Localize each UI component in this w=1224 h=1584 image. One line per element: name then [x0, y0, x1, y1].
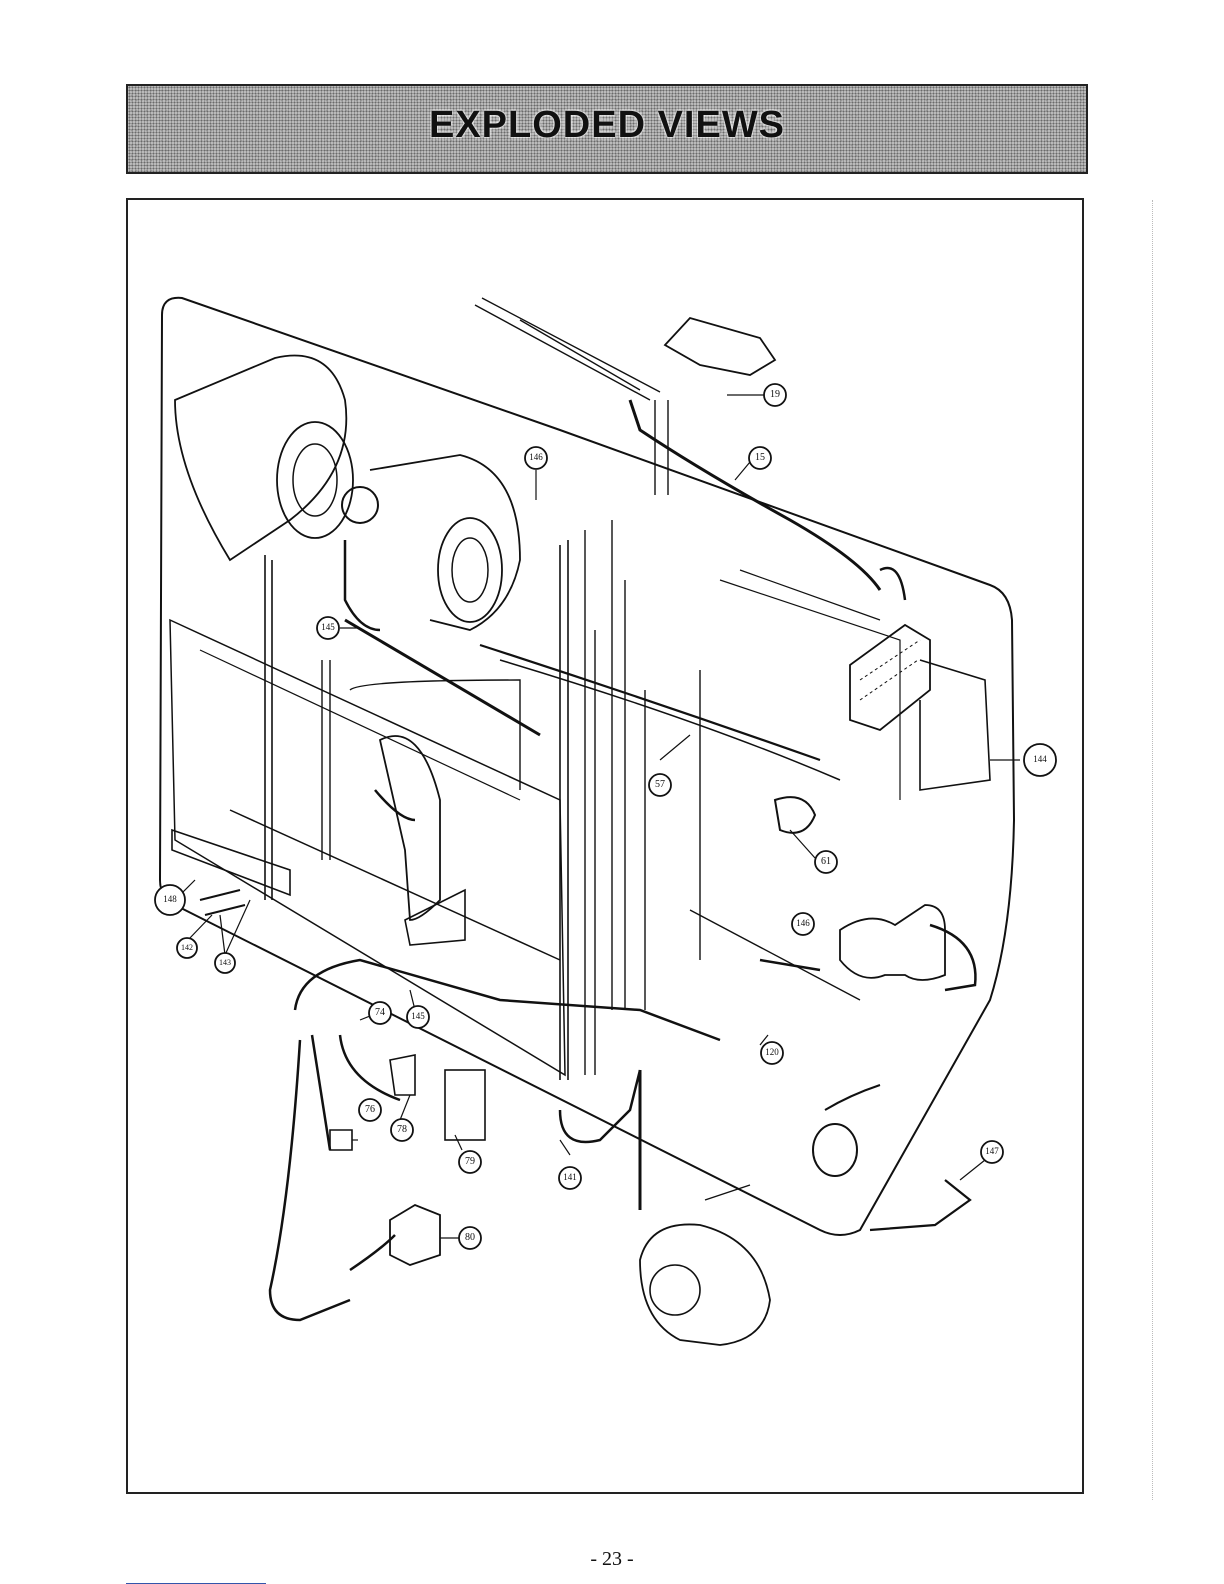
callout-80: 80: [461, 1232, 479, 1243]
callout-144: 144: [1027, 754, 1053, 764]
callout-147: 147: [981, 1146, 1003, 1156]
callout-74: 74: [371, 1007, 389, 1018]
callout-57: 57: [651, 779, 669, 790]
callout-146a: 146: [525, 452, 547, 462]
callout-19: 19: [766, 389, 784, 400]
callout-76: 76: [361, 1104, 379, 1115]
callout-141: 141: [559, 1172, 581, 1182]
callout-145b: 145: [407, 1011, 429, 1021]
callout-145a: 145: [317, 622, 339, 632]
callout-142: 142: [176, 943, 198, 952]
callout-143: 143: [214, 958, 236, 967]
callout-79: 79: [461, 1156, 479, 1167]
callout-120: 120: [761, 1047, 783, 1057]
callout-61: 61: [817, 856, 835, 867]
callout-15: 15: [751, 452, 769, 463]
callout-146b: 146: [792, 918, 814, 928]
page-number: - 23 -: [0, 1548, 1224, 1571]
callout-148: 148: [157, 894, 183, 904]
callout-78: 78: [393, 1124, 411, 1135]
